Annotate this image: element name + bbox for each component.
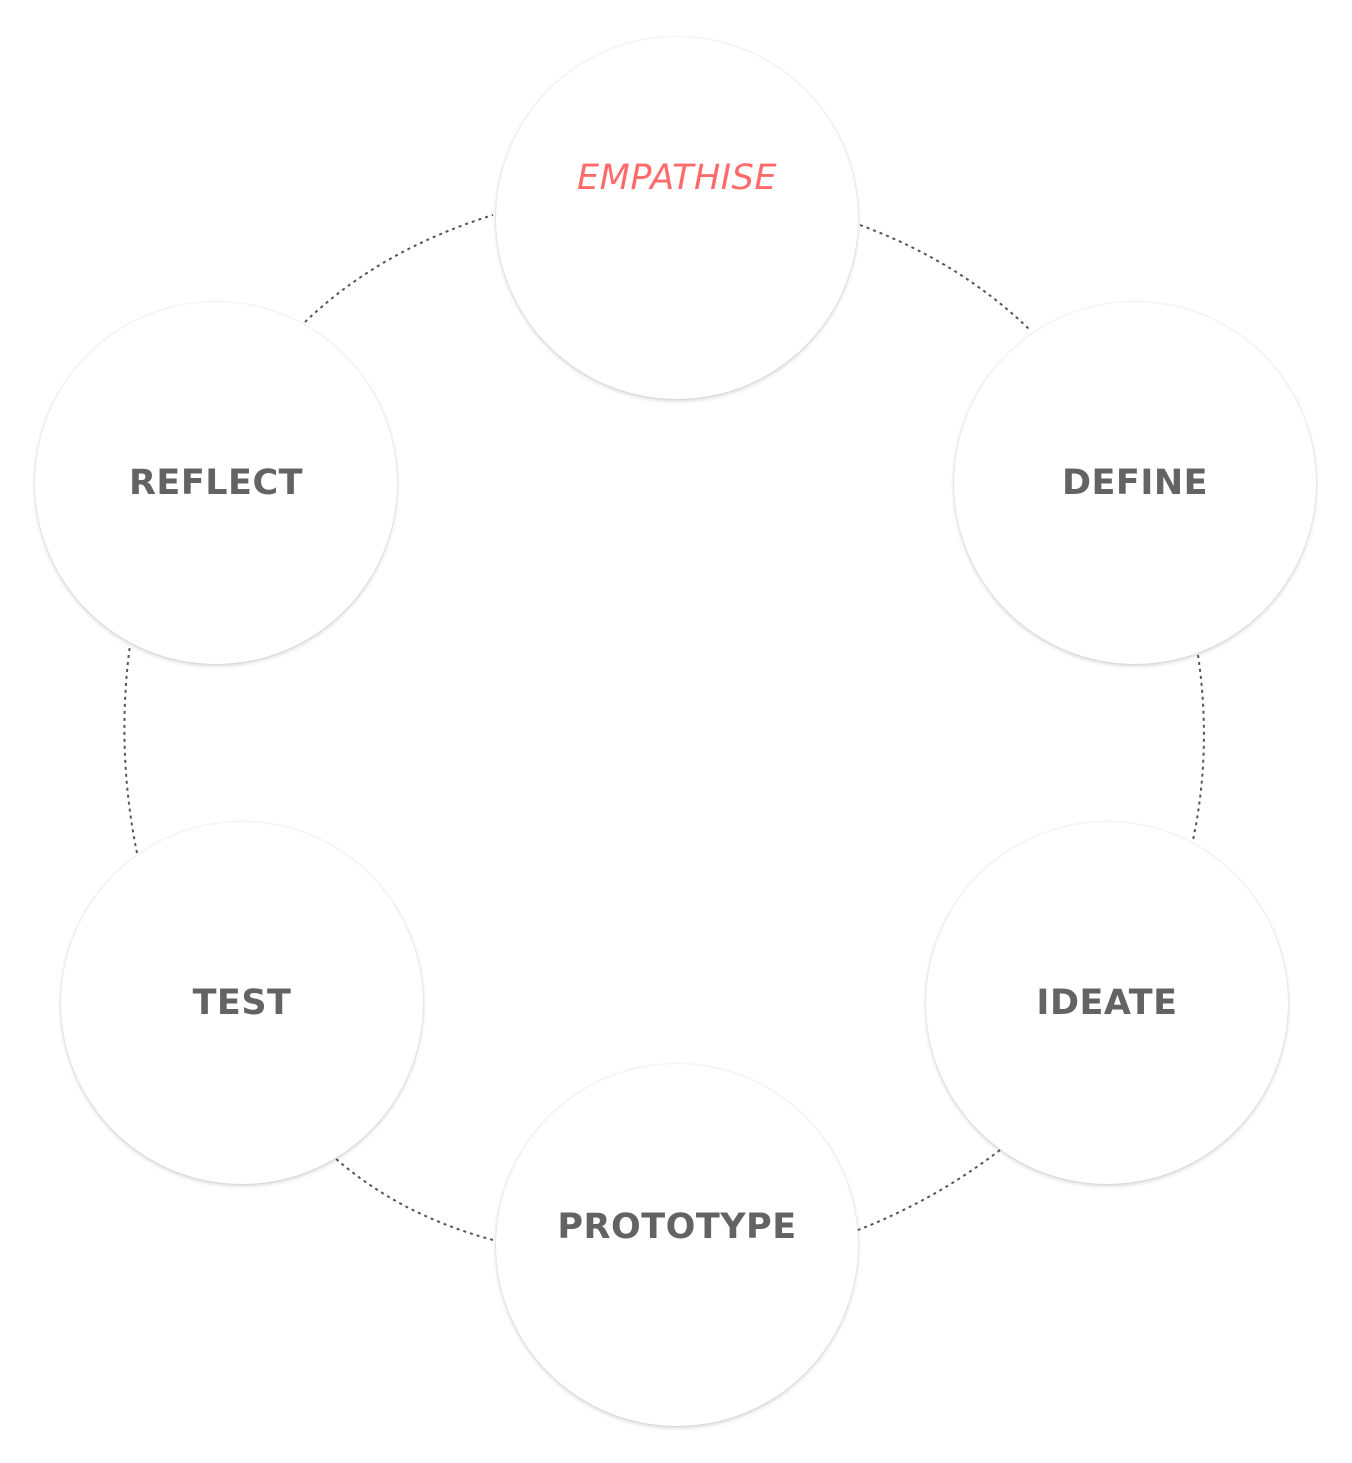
connector-ideate-prototype [857, 1149, 1001, 1231]
stage-prototype[interactable]: PROTOTYPE [496, 1064, 858, 1426]
connector-prototype-test [334, 1157, 494, 1241]
connector-test-reflect [123, 644, 138, 854]
stage-define[interactable]: DEFINE [954, 302, 1316, 664]
stage-test[interactable]: TEST [61, 822, 423, 1184]
stage-label-reflect: REFLECT [128, 463, 304, 503]
stage-label-define: DEFINE [1061, 463, 1209, 503]
stage-label-ideate: IDEATE [1036, 983, 1178, 1023]
stage-label-empathise: EMPATHISE [577, 158, 777, 198]
connector-empathise-define [859, 224, 1031, 331]
stage-label-test: TEST [192, 983, 292, 1023]
connector-reflect-empathise [304, 214, 494, 323]
connector-define-ideate [1192, 654, 1205, 841]
stage-empathise[interactable]: EMPATHISE [496, 37, 858, 399]
stage-ideate[interactable]: IDEATE [926, 822, 1288, 1184]
stage-label-prototype: PROTOTYPE [557, 1207, 797, 1247]
stage-reflect[interactable]: REFLECT [35, 302, 397, 664]
